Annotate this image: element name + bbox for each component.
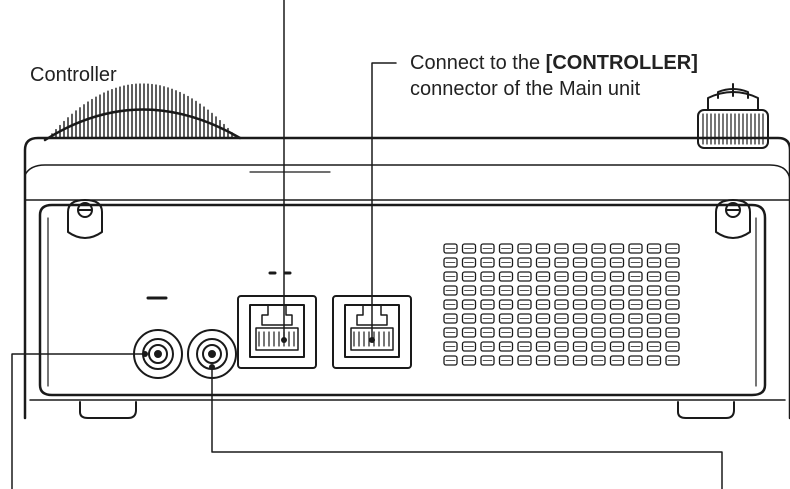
connect-label-prefix: Connect to the — [410, 52, 546, 74]
connect-label: Connect to the [CONTROLLER] — [410, 52, 698, 75]
main-dial-knob-icon — [43, 83, 242, 142]
controller-label: Controller — [30, 64, 117, 86]
vent-grille-icon — [443, 243, 680, 366]
connect-label-line2: connector of the Main unit — [410, 78, 641, 100]
screw-icon — [67, 199, 103, 239]
rj45-jack-icon — [237, 295, 317, 369]
controller-connector-name: [CONTROLLER] — [545, 52, 698, 74]
controller-body — [23, 136, 790, 420]
leader-lines — [11, 0, 723, 489]
screw-icon — [715, 199, 751, 239]
